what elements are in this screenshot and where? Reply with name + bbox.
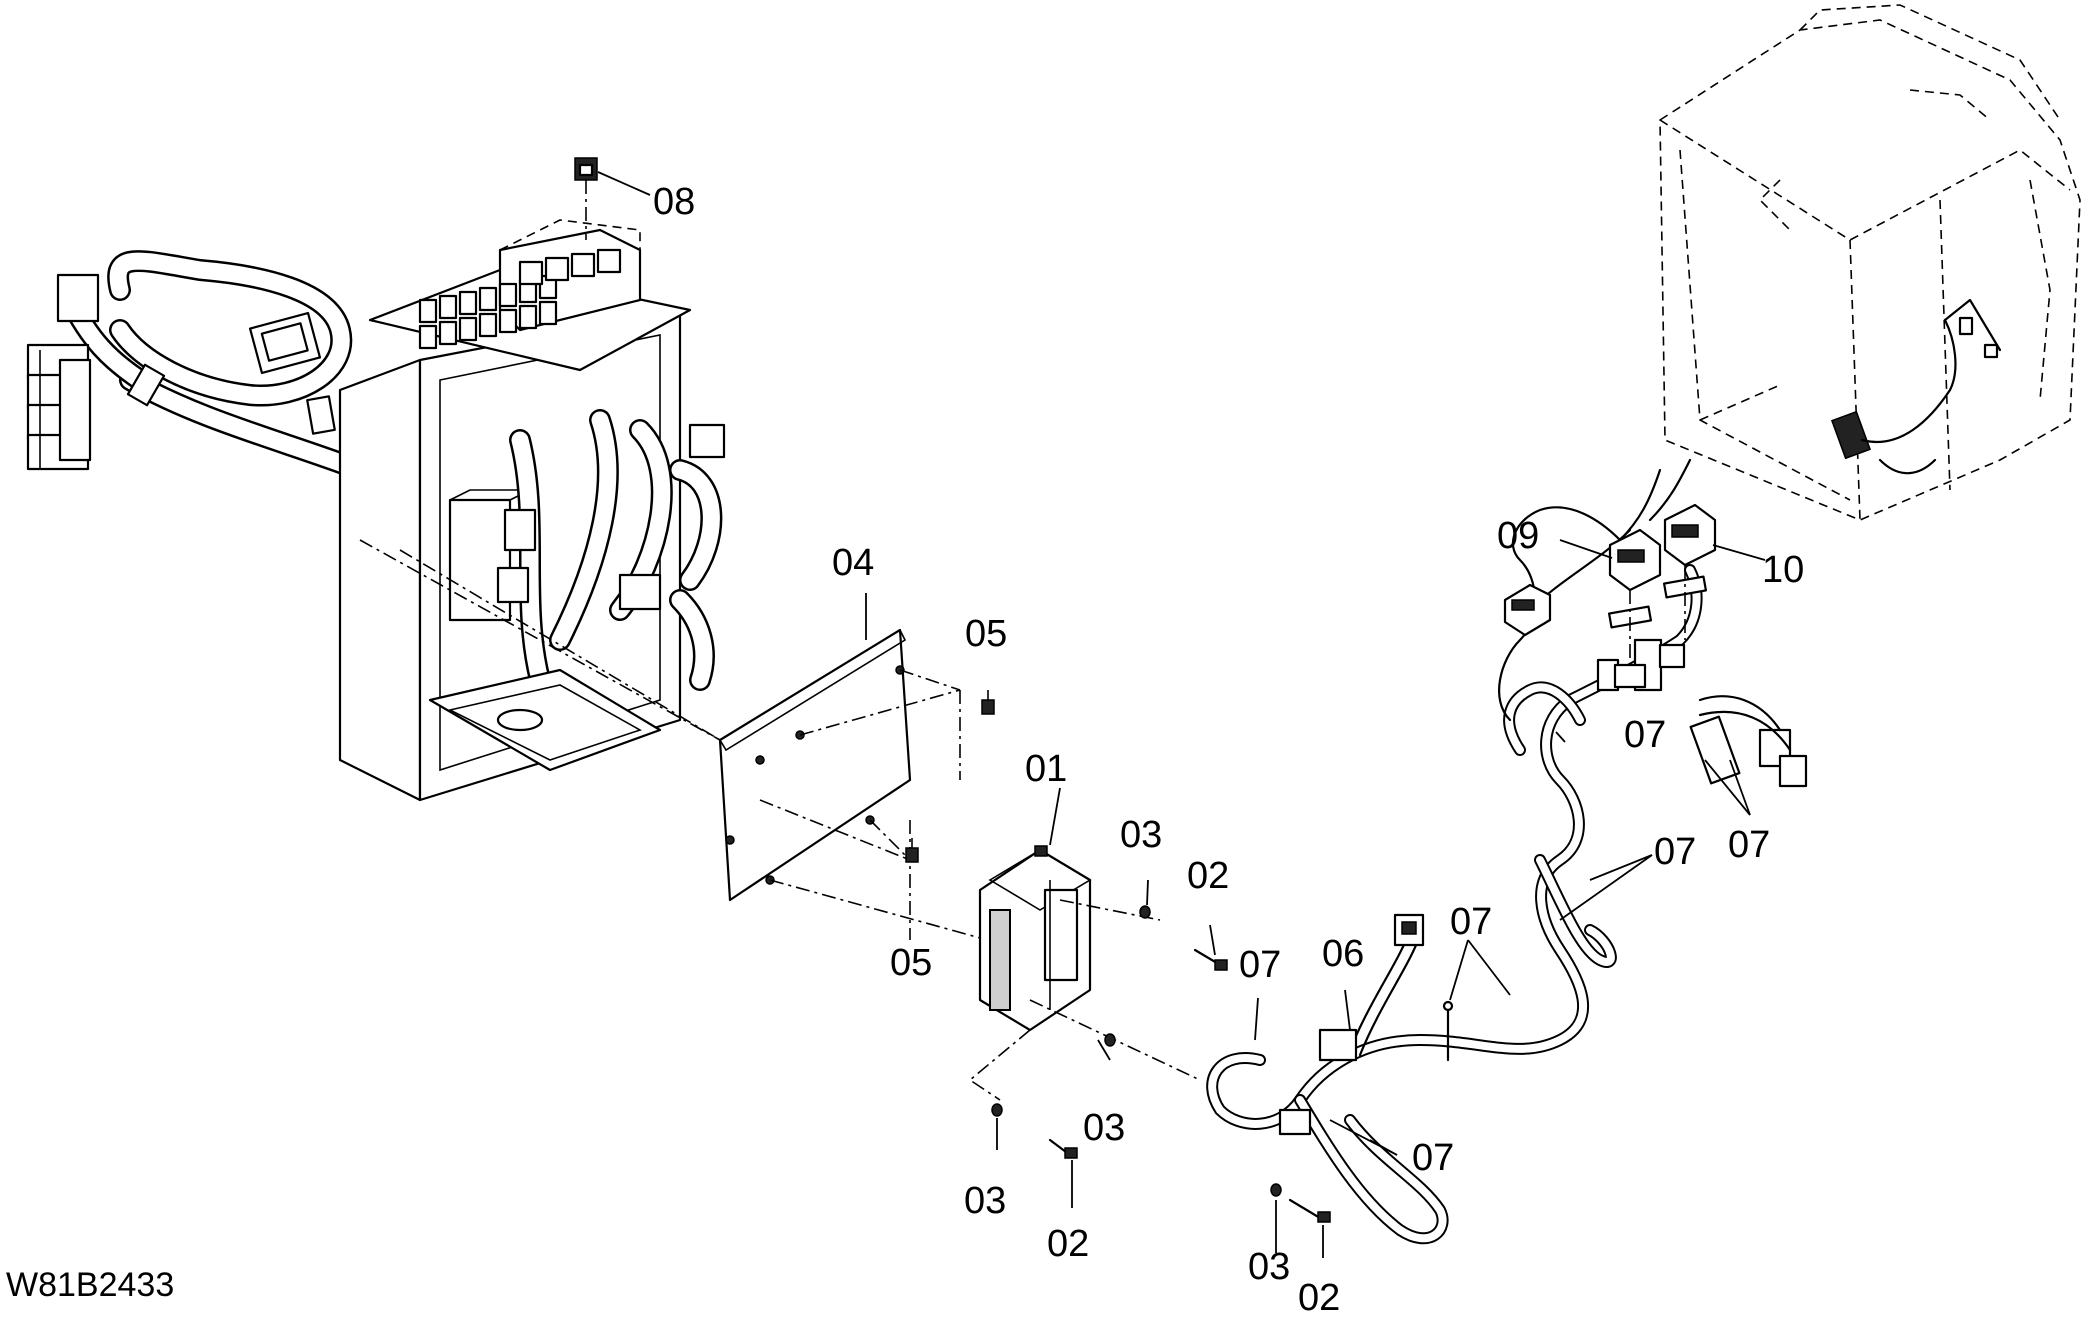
washers-and-screws bbox=[991, 905, 1331, 1223]
leader-lines bbox=[597, 171, 1766, 1258]
harness-clamp-icon bbox=[126, 363, 166, 407]
cab-outline bbox=[1659, 4, 2081, 521]
callout-07-a: 07 bbox=[1239, 944, 1281, 986]
callout-07-b: 07 bbox=[1450, 901, 1492, 943]
switch-left bbox=[1503, 583, 1552, 637]
callout-02-c: 02 bbox=[1298, 1277, 1340, 1319]
callout-07-f: 07 bbox=[1728, 824, 1770, 866]
switch-10 bbox=[1658, 503, 1717, 669]
side-connector-icon bbox=[688, 423, 726, 459]
side-connector-icon bbox=[618, 573, 662, 611]
relay-array bbox=[418, 248, 622, 350]
callout-10: 10 bbox=[1762, 549, 1804, 591]
callout-08: 08 bbox=[653, 181, 695, 223]
callout-07-c: 07 bbox=[1412, 1137, 1454, 1179]
harness-clamp-icon bbox=[306, 395, 336, 435]
callout-labels: 08 04 05 05 01 03 02 07 06 07 03 03 02 0… bbox=[6, 181, 1804, 1319]
callout-07-e: 07 bbox=[1654, 831, 1696, 873]
connector-icon bbox=[1278, 1108, 1312, 1136]
connector-06 bbox=[1393, 913, 1425, 947]
control-unit-01 bbox=[968, 845, 1201, 1101]
callout-02-a: 02 bbox=[1187, 855, 1229, 897]
connector-plug-left bbox=[248, 311, 322, 375]
callout-02-b: 02 bbox=[1047, 1223, 1089, 1265]
callout-07-d: 07 bbox=[1624, 714, 1666, 756]
main-harness-left bbox=[26, 250, 371, 481]
control-box-frame bbox=[338, 219, 726, 802]
relay-part-08 bbox=[574, 157, 598, 240]
callout-03-d: 03 bbox=[1248, 1246, 1290, 1288]
callout-09: 09 bbox=[1497, 515, 1539, 557]
callout-03-a: 03 bbox=[1120, 814, 1162, 856]
callout-03-b: 03 bbox=[1083, 1107, 1125, 1149]
switch-09 bbox=[1607, 528, 1662, 689]
connector-icon bbox=[1318, 1028, 1358, 1062]
callout-05-top: 05 bbox=[965, 613, 1007, 655]
callout-06: 06 bbox=[1322, 933, 1364, 975]
cab-harness-06 bbox=[1206, 458, 1703, 1245]
callout-01: 01 bbox=[1025, 748, 1067, 790]
callout-05-bottom: 05 bbox=[890, 942, 932, 984]
connector-cluster-right bbox=[1689, 695, 1808, 788]
connector-block-left bbox=[26, 273, 100, 471]
cab-controller-icon bbox=[1830, 410, 1872, 460]
callout-03-c: 03 bbox=[964, 1180, 1006, 1222]
bolt-part-05 bbox=[905, 690, 995, 863]
callout-04: 04 bbox=[832, 542, 874, 584]
drawing-id: W81B2433 bbox=[6, 1266, 174, 1304]
